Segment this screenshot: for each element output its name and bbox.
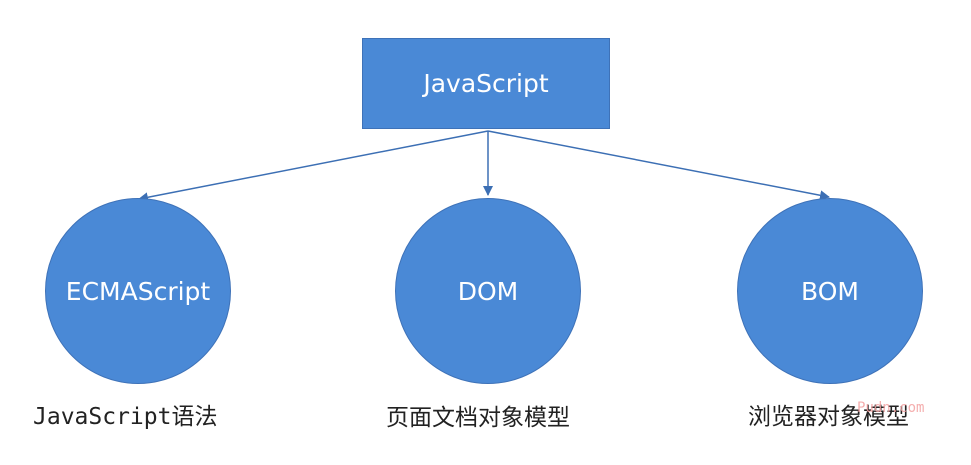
caption-dom: 页面文档对象模型 [386, 405, 570, 431]
node-bom: BOM [737, 198, 923, 384]
caption-ecmascript: JavaScript语法 [33, 404, 218, 430]
edge-javascript-to-ecmascript [138, 130, 489, 203]
node-ecmascript: ECMAScript [45, 198, 231, 384]
watermark: Pudn.com [857, 400, 925, 416]
edge-javascript-to-bom [487, 130, 830, 201]
node-ecmascript-label: ECMAScript [65, 276, 211, 306]
root-node-label: JavaScript [423, 69, 549, 98]
caption-bom: 浏览器对象模型 [748, 404, 909, 430]
root-node-javascript: JavaScript [362, 38, 610, 129]
node-dom: DOM [395, 198, 581, 384]
node-dom-label: DOM [457, 276, 519, 306]
node-bom-label: BOM [801, 276, 859, 306]
